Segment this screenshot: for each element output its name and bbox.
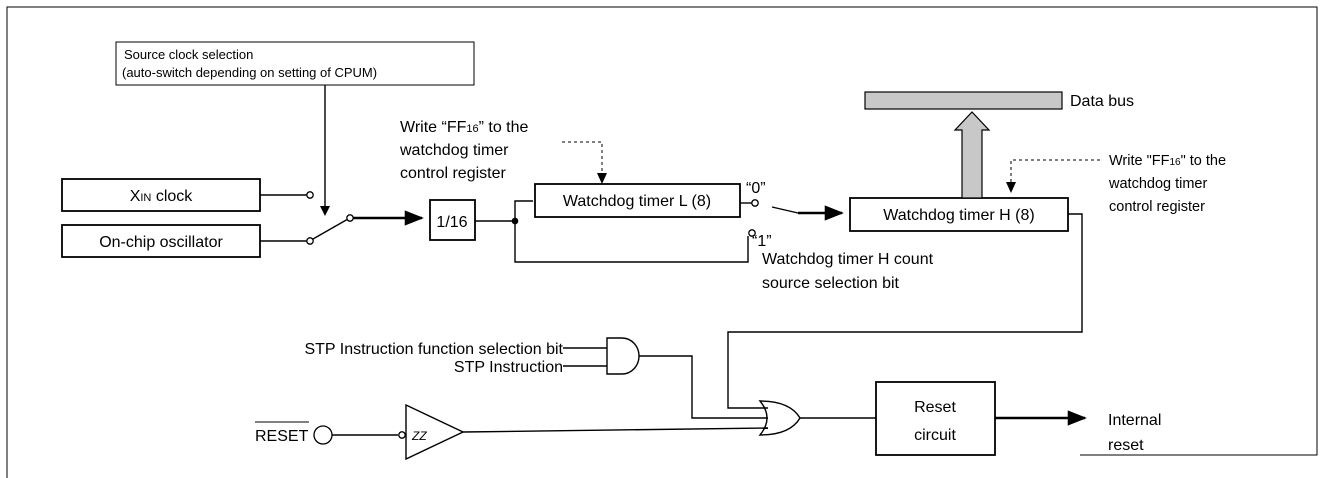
divider-box: 1/16	[429, 199, 476, 241]
xin-clock-label: XIN clock	[130, 188, 194, 205]
divider-label: 1/16	[436, 214, 467, 231]
source-clock-label: Source clock selection	[124, 47, 253, 62]
data-bus-label: Data bus	[1070, 93, 1134, 110]
reset-pin-label: RESET	[255, 428, 309, 445]
data-bus-arrow	[953, 111, 991, 199]
reset-circuit-box: Reset circuit	[875, 381, 996, 456]
write-right-line3: control register	[1109, 199, 1205, 215]
xin-switch-terminal	[306, 191, 314, 199]
oscillator-switch-terminal	[306, 237, 314, 245]
watchdog-timer-h-label: Watchdog timer H (8)	[883, 207, 1034, 224]
divider-bypass-wire	[514, 221, 749, 263]
write-right-dashed-line	[1010, 159, 1100, 184]
write-register-note-left: Write “FF16” to the watchdog timer contr…	[399, 119, 529, 182]
sel0-terminal	[751, 199, 759, 207]
reset-inverter-bubble	[398, 431, 406, 439]
and-gate	[606, 337, 640, 375]
diagram-frame	[6, 6, 1318, 478]
wdth-overflow-wire	[727, 213, 1083, 409]
xin-clock-box: XIN clock	[61, 178, 261, 212]
reset-circuit-line2: circuit	[914, 427, 956, 444]
stp-function-label: STP Instruction function selection bit	[304, 341, 563, 358]
watchdog-timer-l-label: Watchdog timer L (8)	[563, 193, 711, 210]
stp-instruction-label: STP Instruction	[454, 359, 563, 376]
source-clock-note: (auto-switch depending on setting of CPU…	[122, 65, 377, 80]
onchip-oscillator-label: On-chip oscillator	[99, 234, 223, 251]
write-right-arrow	[1006, 182, 1016, 193]
sel1-terminal	[748, 229, 756, 237]
write-register-note-right: Write "FF16" to the watchdog timer contr…	[1108, 153, 1226, 215]
watchdog-timer-l-box: Watchdog timer L (8)	[534, 183, 741, 218]
sel1-label: “1”	[752, 233, 772, 250]
write-right-line1: Write "FF16" to the	[1109, 153, 1226, 169]
count-source-selection-note: Watchdog timer H count source selection …	[762, 251, 934, 292]
internal-reset-line2: reset	[1108, 437, 1144, 454]
reset-circuit-line1: Reset	[914, 399, 956, 416]
reset-pin-pad	[313, 425, 333, 445]
source-clock-selection-box: Source clock selection (auto-switch depe…	[115, 41, 475, 86]
write-right-line2: watchdog timer	[1108, 176, 1207, 192]
and-to-or-wire	[639, 355, 768, 419]
write-left-dashed-line	[562, 141, 603, 176]
clock-switch-blade	[312, 218, 349, 240]
count-select-line2: source selection bit	[762, 275, 900, 292]
watchdog-timer-h-box: Watchdog timer H (8)	[849, 197, 1069, 232]
write-left-arrow	[597, 173, 607, 184]
write-left-line2: watchdog timer	[399, 142, 509, 159]
source-select-arrow	[320, 206, 330, 216]
buffer-to-or-wire	[462, 427, 769, 433]
clock-switch-pivot	[346, 214, 354, 222]
write-left-line3: control register	[400, 165, 506, 182]
onchip-oscillator-box: On-chip oscillator	[61, 224, 261, 258]
data-bus-bar	[864, 91, 1063, 110]
count-select-line1: Watchdog timer H count	[762, 251, 934, 268]
or-gate	[758, 400, 801, 436]
schmitt-buffer	[405, 403, 465, 461]
count-select-switch	[771, 206, 799, 214]
schmitt-symbol: ZZ	[411, 429, 427, 443]
divider-to-wdtl-wire	[514, 200, 533, 221]
write-left-line1: Write “FF16” to the	[400, 119, 529, 136]
internal-reset-line1: Internal	[1108, 412, 1161, 429]
sel0-label: “0”	[746, 180, 766, 197]
